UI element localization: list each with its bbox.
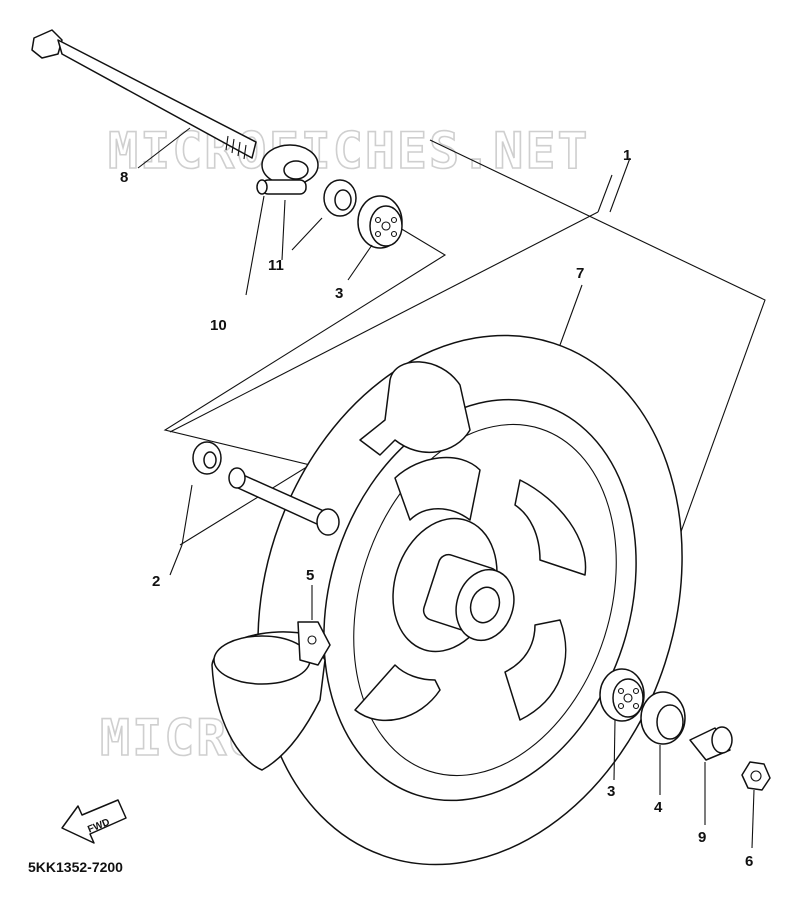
callout-3-lower: 3 <box>607 783 615 800</box>
callout-3-upper: 3 <box>335 285 343 302</box>
forward-arrow-icon: FWD <box>61 799 127 844</box>
cast-wheel <box>211 334 683 866</box>
leader-lines <box>137 127 755 849</box>
callout-11: 11 <box>268 257 284 274</box>
callout-6: 7 <box>576 265 584 282</box>
spacer <box>640 691 686 745</box>
bearing-lower <box>599 668 645 722</box>
axle-nut <box>741 761 771 791</box>
callout-4: 4 <box>654 799 663 816</box>
callout-8: 8 <box>120 169 128 186</box>
callout-7: 6 <box>745 853 753 870</box>
bearing-upper <box>357 195 403 249</box>
oil-seal <box>323 179 357 217</box>
callout-1: 1 <box>623 147 631 164</box>
callout-2: 2 <box>152 573 160 590</box>
brake-clip <box>297 621 331 666</box>
watermark-top: MICROFICHES.NET <box>108 122 590 180</box>
callout-5: 5 <box>306 567 314 584</box>
callout-10: 10 <box>210 317 227 334</box>
collar <box>192 441 340 536</box>
part-code: 5KK1352-7200 <box>28 859 123 875</box>
collar-small <box>689 726 733 761</box>
callout-9: 9 <box>698 829 706 846</box>
axle-bolt <box>31 29 257 160</box>
speedometer-gear-unit <box>256 144 319 195</box>
